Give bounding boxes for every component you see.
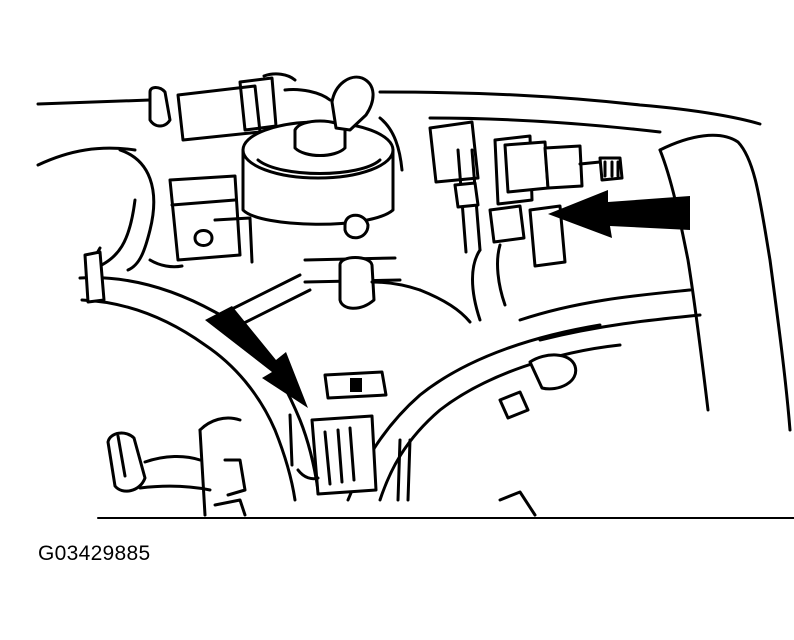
vacuum-valve [241, 75, 404, 226]
callout-arrow-right [548, 190, 690, 238]
air-intake-duct [518, 133, 792, 432]
upper-outline [36, 90, 762, 167]
lower-left-housing [106, 416, 537, 517]
figure-reference-number: G03429885 [38, 542, 151, 565]
left-hose [88, 86, 172, 272]
diagonal-hose [346, 323, 622, 502]
lower-connector [288, 370, 412, 502]
center-fitting [228, 213, 422, 327]
engine-component-line-drawing [36, 72, 794, 519]
mounting-bracket [148, 174, 254, 269]
right-middle-fittings [418, 120, 624, 324]
callout-arrow-left [205, 306, 308, 408]
